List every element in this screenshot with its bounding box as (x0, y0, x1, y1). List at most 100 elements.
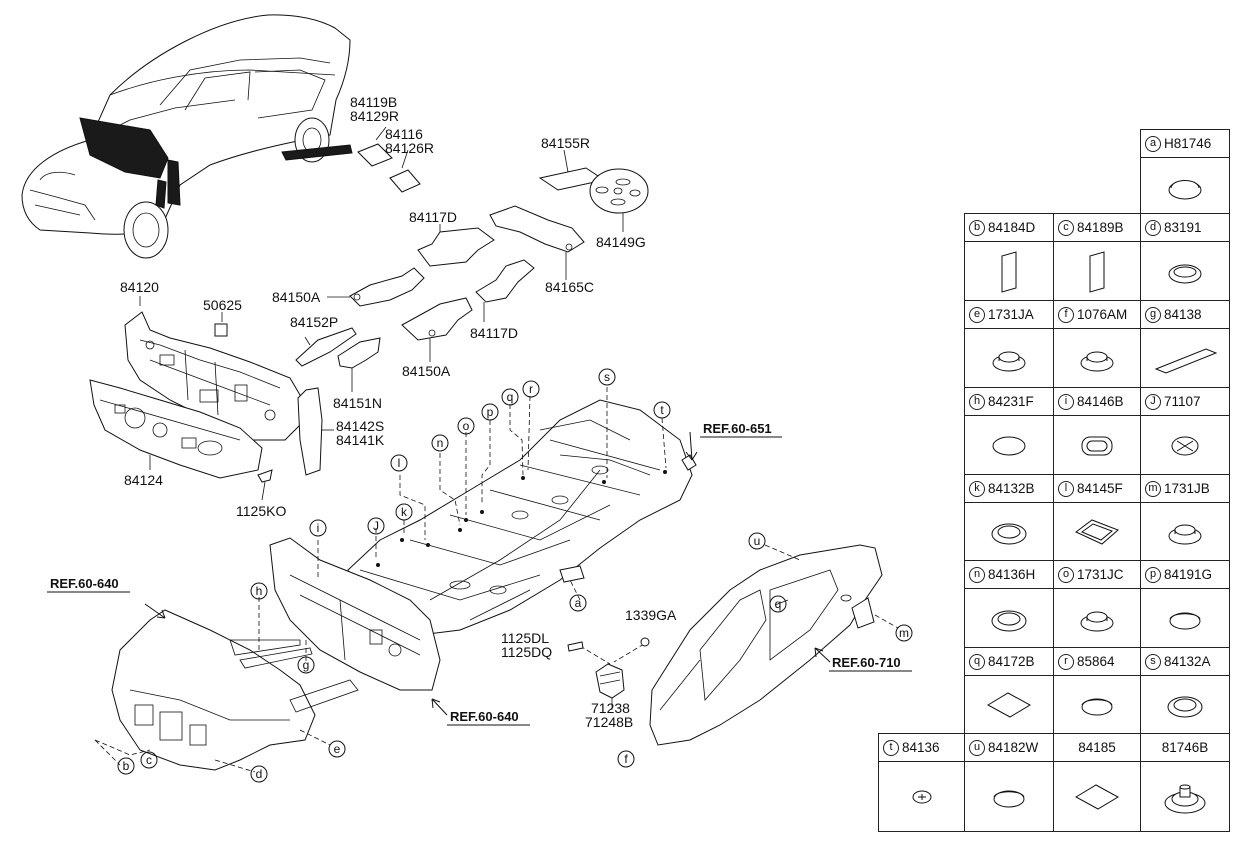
callout-n: n (431, 434, 449, 452)
legend-part-code: 84172B (988, 654, 1035, 669)
pad-84150A-bottom (401, 297, 473, 362)
legend-tag: d (1145, 219, 1161, 236)
side-body-panel (649, 544, 899, 746)
legend-part-code: 84145F (1077, 481, 1123, 496)
svg-text:l: l (398, 456, 401, 470)
legend-part-code: 84231F (988, 394, 1034, 409)
label-1339GA: 1339GA (625, 607, 677, 623)
plug-rect-icon (1054, 415, 1140, 474)
legend-part-code: 84191G (1164, 567, 1213, 582)
part-labels: 84119B 84129R 84116 84126R 84155R 84149G… (120, 94, 677, 730)
callout-d: d (250, 765, 268, 783)
plug-stepped-icon (1141, 502, 1229, 560)
label-71248B: 71248B (585, 714, 633, 730)
pad-tall-icon (1054, 241, 1140, 300)
legend-tag: m (1145, 480, 1161, 497)
plug-small-cross-icon (879, 761, 964, 831)
plug-oval-icon (1141, 157, 1229, 213)
svg-text:f: f (624, 752, 628, 766)
svg-text:q: q (507, 390, 514, 404)
legend-part-code: 84138 (1164, 307, 1202, 322)
floor-leaders (375, 387, 667, 601)
legend-tag: q (969, 653, 985, 670)
svg-text:J: J (373, 519, 379, 533)
callout-f: f (617, 750, 635, 768)
bolt-1125KO (257, 469, 273, 501)
label-84126R: 84126R (385, 140, 434, 156)
legend-cell-header: 81746B (1141, 734, 1229, 762)
svg-text:c: c (146, 753, 152, 767)
legend-part-code: 84184D (988, 220, 1036, 235)
legend-tag: p (1145, 566, 1161, 583)
legend-part-code: 1731JA (988, 307, 1034, 322)
svg-text:q: q (775, 597, 782, 611)
callout-r: r (522, 380, 540, 398)
ref-60-710: REF.60-710 (832, 655, 901, 670)
legend-part-code: 84146B (1077, 394, 1124, 409)
legend-tag: t (883, 739, 899, 756)
callout-p: p (481, 403, 499, 421)
plug-disc-icon (965, 761, 1053, 831)
dash-insulator-84124 (89, 379, 263, 479)
callout-q-floor: q (501, 388, 519, 406)
legend-tag: e (969, 306, 985, 323)
label-84117D-bottom: 84117D (470, 325, 518, 341)
legend-tag: b (969, 219, 985, 236)
label-84165C: 84165C (545, 279, 594, 295)
legend-part-code: 84185 (1078, 740, 1116, 755)
legend-tag: l (1058, 480, 1074, 497)
svg-text:u: u (754, 534, 761, 548)
legend-tag: g (1145, 306, 1161, 323)
plug-disc-icon (1054, 675, 1140, 733)
legend-tag: J (1145, 393, 1161, 410)
plug-stepped-icon (965, 328, 1053, 387)
legend-part-code: 84132A (1164, 654, 1211, 669)
callout-u: u (748, 532, 766, 550)
legend-part-code: 1731JC (1077, 567, 1124, 582)
svg-text:g: g (303, 658, 310, 672)
label-1125KO: 1125KO (236, 503, 286, 519)
pad-84117D-top (417, 224, 495, 267)
pad-flat-icon (1141, 328, 1229, 387)
callout-a: a (569, 594, 587, 612)
legend-cell-84185: 84185 (1053, 733, 1141, 832)
callout-b: b (117, 757, 135, 775)
label-71238: 71238 (591, 700, 630, 716)
label-84120: 84120 (120, 279, 159, 295)
ref-labels: REF.60-651 REF.60-640 REF.60-640 REF.60-… (47, 421, 912, 726)
label-84155R: 84155R (541, 135, 590, 151)
label-50625: 50625 (203, 297, 242, 313)
legend-cell-header: 84185 (1054, 734, 1140, 762)
label-84152P: 84152P (290, 314, 338, 330)
plug-stepped-icon (1054, 328, 1140, 387)
callout-q-side: q (769, 595, 787, 613)
legend-part-code: 71107 (1164, 394, 1201, 409)
legend-tag: r (1058, 653, 1074, 670)
legend-part-code: 81746B (1161, 740, 1209, 755)
plug-stepped-icon (1054, 588, 1140, 647)
label-84150A-left: 84150A (272, 289, 321, 305)
legend-part-code: 84136H (988, 567, 1036, 582)
pad-84151N (337, 337, 381, 392)
svg-text:e: e (334, 742, 341, 756)
svg-text:p: p (487, 405, 494, 419)
callout-circles: a b c d e f g h i J k l m n o p q r s t … (117, 368, 913, 783)
